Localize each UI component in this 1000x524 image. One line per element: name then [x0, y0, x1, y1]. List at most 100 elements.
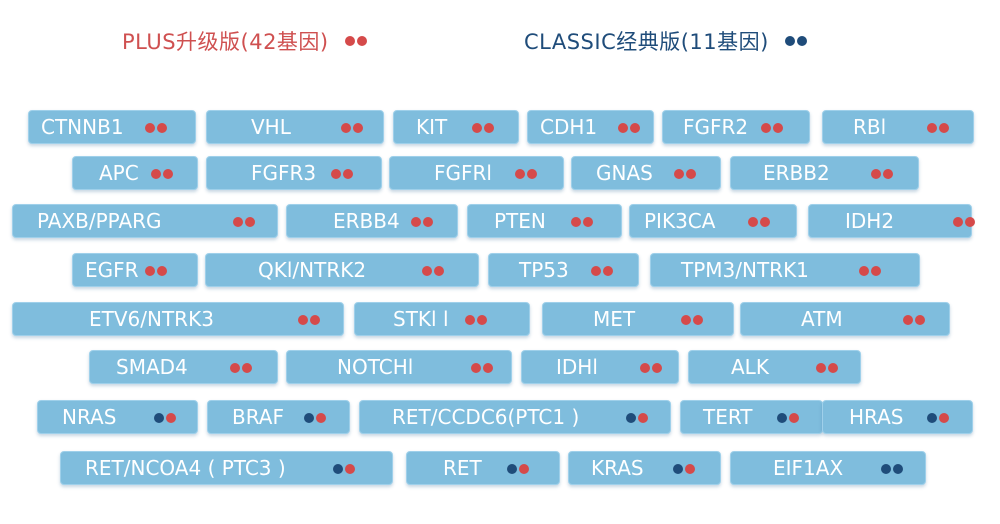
red-dot-icon — [640, 363, 650, 373]
gene-name: EGFR — [85, 258, 139, 282]
red-dot-icon — [748, 217, 758, 227]
panel-dots — [871, 169, 893, 179]
red-dot-icon — [472, 123, 482, 133]
gene-tile: IDH2 — [808, 204, 975, 238]
panel-dots — [145, 123, 167, 133]
gene-name: ALK — [731, 355, 769, 379]
panel-dots — [777, 413, 799, 423]
panel-dots — [304, 413, 326, 423]
panel-dots — [681, 315, 703, 325]
gene-tile: EGFR — [72, 253, 198, 287]
red-dot-icon — [681, 315, 691, 325]
panel-dots — [233, 217, 255, 227]
red-dot-icon — [883, 169, 893, 179]
gene-tile: PAXB/PPARG — [12, 204, 278, 238]
blue-dot-icon — [304, 413, 314, 423]
gene-tile: PTEN — [467, 204, 622, 238]
gene-name: FGFR3 — [251, 161, 317, 185]
gene-tile: CTNNB1 — [28, 110, 196, 144]
red-dot-icon — [356, 36, 367, 46]
legend-plus-dots — [344, 36, 367, 46]
blue-dot-icon — [673, 464, 683, 474]
red-dot-icon — [465, 315, 475, 325]
panel-dots — [422, 266, 444, 276]
panel-dots — [515, 169, 537, 179]
gene-name: EIF1AX — [773, 456, 844, 480]
blue-dot-icon — [777, 413, 787, 423]
red-dot-icon — [145, 123, 155, 133]
panel-dots — [618, 123, 640, 133]
blue-dot-icon — [881, 464, 891, 474]
red-dot-icon — [316, 413, 326, 423]
gene-name: RET — [443, 456, 482, 480]
panel-dots — [640, 363, 662, 373]
red-dot-icon — [345, 464, 355, 474]
panel-dots — [472, 123, 494, 133]
blue-dot-icon — [333, 464, 343, 474]
gene-tile: ATM — [740, 302, 950, 336]
gene-name: ERBB2 — [763, 161, 830, 185]
gene-name: TERT — [703, 405, 753, 429]
red-dot-icon — [674, 169, 684, 179]
gene-tile: IDHl — [521, 350, 679, 384]
gene-tile: TP53 — [488, 253, 639, 287]
panel-dots — [507, 464, 529, 474]
panel-dots — [331, 169, 353, 179]
panel-dots — [145, 266, 167, 276]
gene-name: KRAS — [591, 456, 644, 480]
panel-dots — [927, 123, 949, 133]
gene-tile: TPM3/NTRK1 — [650, 253, 920, 287]
panel-dots — [748, 217, 770, 227]
red-dot-icon — [151, 169, 161, 179]
red-dot-icon — [157, 266, 167, 276]
red-dot-icon — [816, 363, 826, 373]
gene-tile: KRAS — [568, 451, 721, 485]
red-dot-icon — [343, 169, 353, 179]
red-dot-icon — [484, 123, 494, 133]
legend-plus-label: PLUS升级版(42基因) — [122, 30, 329, 54]
panel-dots — [859, 266, 881, 276]
gene-tile: BRAF — [207, 400, 350, 434]
red-dot-icon — [230, 363, 240, 373]
legend-classic: CLASSIC经典版(11基因) — [524, 26, 807, 56]
gene-name: STKl l — [393, 307, 449, 331]
panel-dots — [674, 169, 696, 179]
blue-dot-icon — [893, 464, 903, 474]
gene-name: RET/NCOA4 ( PTC3 ) — [85, 456, 286, 480]
gene-tile: GNAS — [571, 156, 721, 190]
gene-tile: FGFR3 — [206, 156, 382, 190]
gene-name: TPM3/NTRK1 — [681, 258, 809, 282]
red-dot-icon — [571, 217, 581, 227]
gene-name: FGFR2 — [683, 115, 749, 139]
panel-dots — [673, 464, 695, 474]
gene-tile: SMAD4 — [89, 350, 278, 384]
red-dot-icon — [685, 464, 695, 474]
red-dot-icon — [423, 217, 433, 227]
gene-name: NRAS — [62, 405, 117, 429]
red-dot-icon — [353, 123, 363, 133]
panel-dots — [881, 464, 903, 474]
legend-classic-dots — [784, 36, 807, 46]
panel-dots — [927, 413, 949, 423]
red-dot-icon — [591, 266, 601, 276]
blue-dot-icon — [154, 413, 164, 423]
gene-name: CDH1 — [540, 115, 598, 139]
red-dot-icon — [422, 266, 432, 276]
gene-tile: RBl — [822, 110, 974, 144]
red-dot-icon — [915, 315, 925, 325]
legend-classic-label: CLASSIC经典版(11基因) — [524, 30, 769, 54]
panel-dots — [626, 413, 648, 423]
gene-name: PTEN — [494, 209, 546, 233]
red-dot-icon — [965, 217, 975, 227]
gene-tile: FGFRl — [389, 156, 564, 190]
gene-tile: RET/NCOA4 ( PTC3 ) — [60, 451, 393, 485]
gene-name: ERBB4 — [333, 209, 400, 233]
gene-name: PIK3CA — [644, 209, 716, 233]
red-dot-icon — [903, 315, 913, 325]
gene-tile: APC — [72, 156, 198, 190]
red-dot-icon — [471, 363, 481, 373]
red-dot-icon — [652, 363, 662, 373]
red-dot-icon — [166, 413, 176, 423]
red-dot-icon — [871, 266, 881, 276]
red-dot-icon — [242, 363, 252, 373]
